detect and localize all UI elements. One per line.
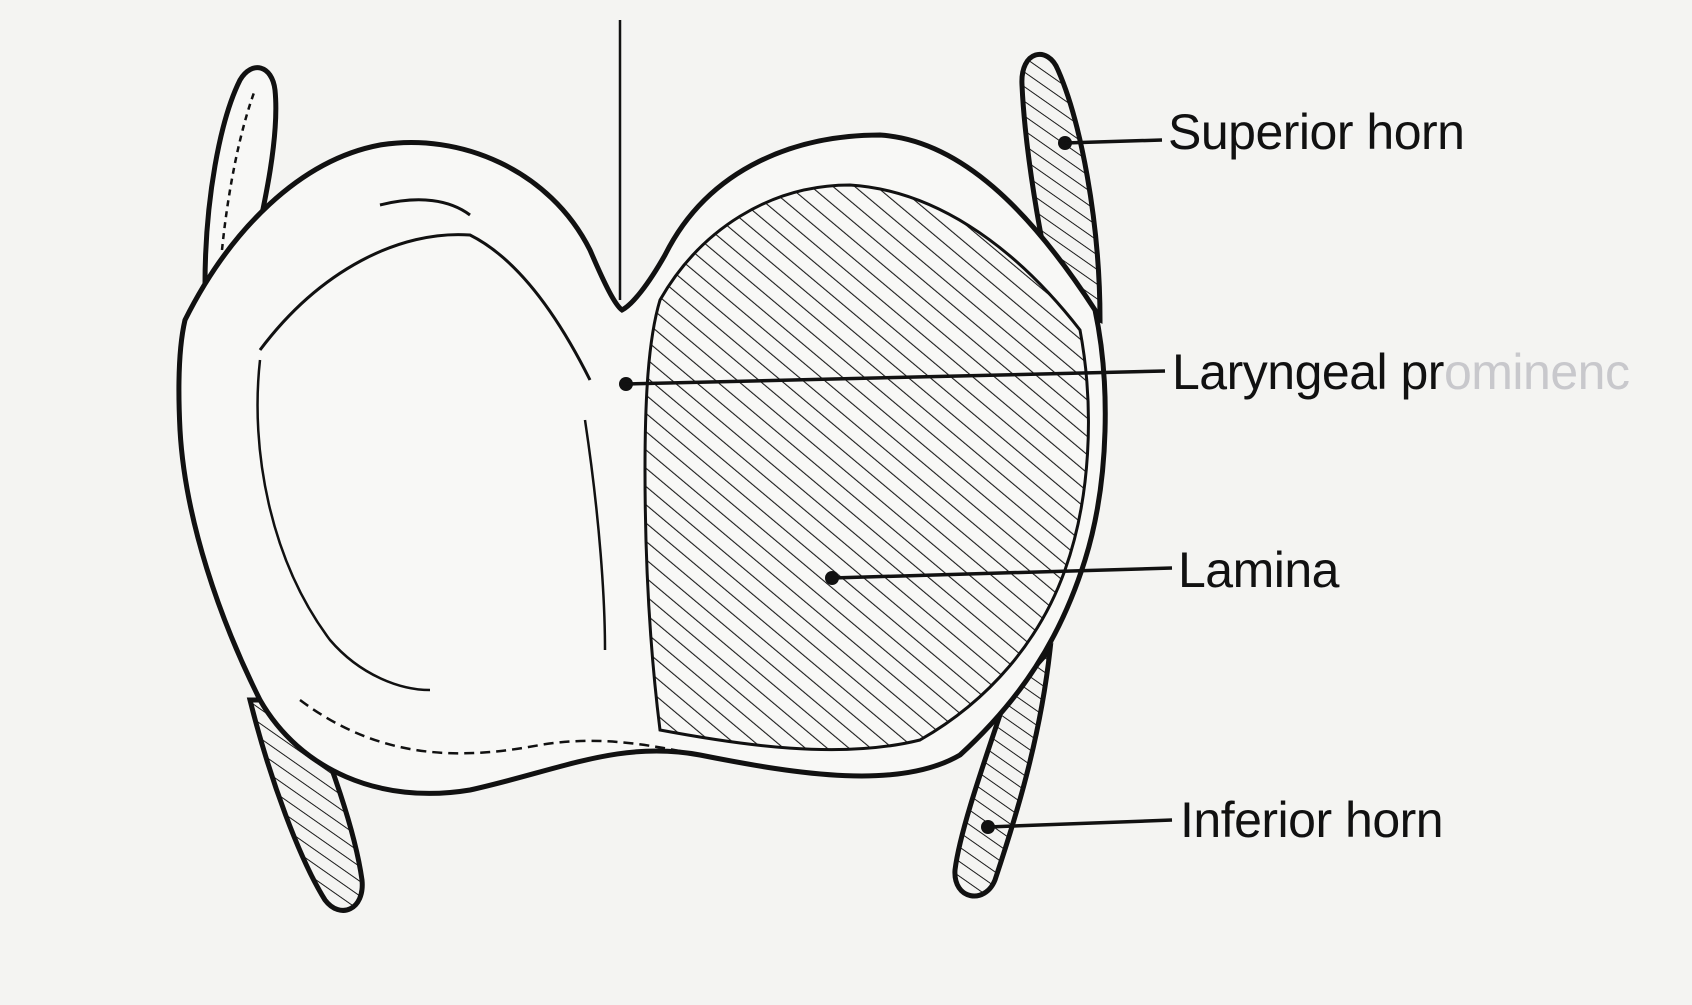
label-laryngeal-visible: Laryngeal pr: [1172, 344, 1444, 400]
label-superior-horn: Superior horn: [1168, 104, 1465, 160]
right-inferior-horn: [952, 642, 1054, 899]
label-laryngeal-prominence: Laryngeal prominenc: [1172, 344, 1630, 400]
label-lamina: Lamina: [1178, 542, 1340, 598]
leader-lamina: [825, 566, 1173, 585]
label-inferior-horn: Inferior horn: [1180, 792, 1444, 848]
right-lamina: [643, 183, 1090, 752]
right-superior-horn: [1019, 51, 1103, 324]
leader-superior-horn: [1058, 136, 1163, 150]
leader-laryngeal-prominence: [619, 369, 1166, 391]
leader-inferior-horn: [981, 818, 1173, 834]
label-laryngeal-faded: ominenc: [1443, 344, 1630, 400]
left-inferior-horn: [246, 697, 365, 913]
